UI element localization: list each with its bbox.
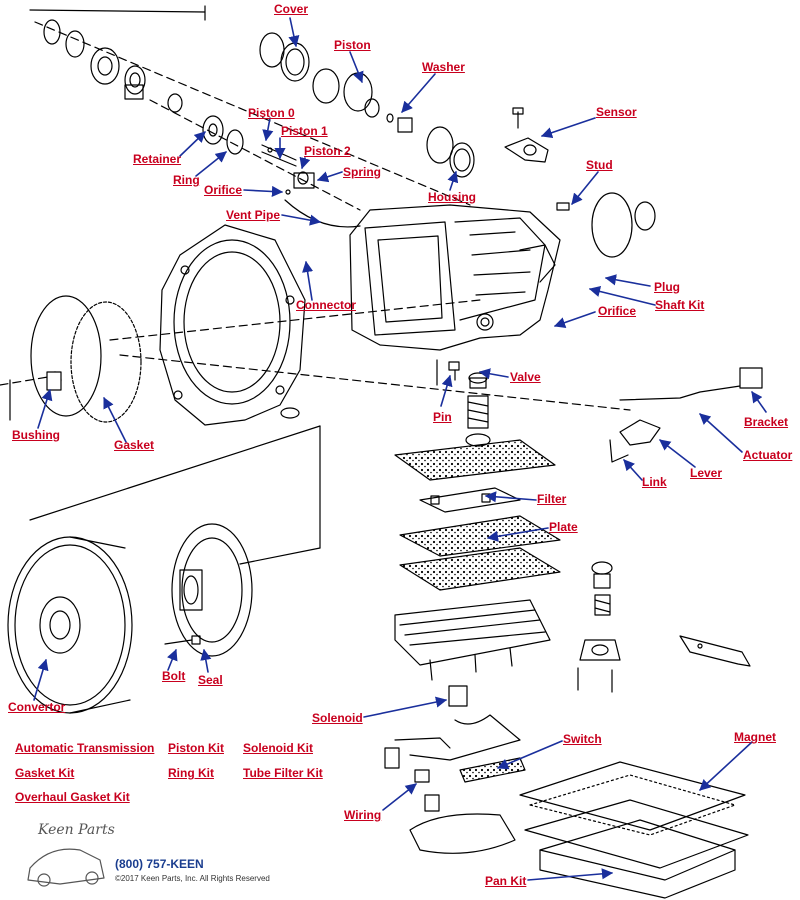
seal-label[interactable]: Seal (198, 673, 223, 687)
side-bracket (679, 635, 751, 667)
solenoid-kit-link[interactable]: Solenoid Kit (243, 741, 313, 755)
convertor-label[interactable]: Convertor (8, 700, 66, 714)
solenoid-wiring (384, 685, 521, 783)
sensor-label[interactable]: Sensor (596, 105, 637, 119)
phone-number: (800) 757-KEEN (115, 857, 204, 871)
connector-label[interactable]: Connector (296, 298, 356, 312)
stud-label[interactable]: Stud (586, 158, 613, 172)
pin-label[interactable]: Pin (433, 410, 452, 424)
ring-kit-link[interactable]: Ring Kit (168, 766, 214, 780)
sensor-part (504, 107, 549, 163)
spring-label[interactable]: Spring (343, 165, 381, 179)
front-seal-group (43, 19, 244, 155)
converter-guide (29, 425, 321, 565)
rear-seal-group (556, 192, 656, 258)
valve-body (394, 599, 551, 681)
valve-plates (394, 439, 561, 591)
solenoid-label[interactable]: Solenoid (312, 711, 363, 725)
tube-filter-kit-link[interactable]: Tube Filter Kit (243, 766, 323, 780)
logo-text: Keen Parts (38, 822, 115, 838)
ring-label[interactable]: Ring (173, 173, 200, 187)
lever-label[interactable]: Lever (690, 466, 723, 480)
link-label[interactable]: Link (642, 475, 667, 489)
side-valve-stack (577, 561, 621, 693)
bolt-label[interactable]: Bolt (162, 669, 186, 683)
wiring-label[interactable]: Wiring (344, 808, 382, 822)
orifice-top-label[interactable]: Orifice (204, 183, 243, 197)
vent-pipe-label[interactable]: Vent Pipe (226, 208, 281, 222)
gasket-label[interactable]: Gasket (114, 438, 155, 452)
pan-kit-label[interactable]: Pan Kit (485, 874, 527, 888)
switch-part (459, 757, 526, 783)
orifice-right-label[interactable]: Orifice (598, 304, 637, 318)
servo-group (259, 32, 475, 178)
retainer-label[interactable]: Retainer (133, 152, 182, 166)
copyright-text: ©2017 Keen Parts, Inc. All Rights Reserv… (115, 874, 270, 883)
leader-arrows (33, 17, 767, 881)
piston-0-label[interactable]: Piston 0 (248, 106, 295, 120)
pan-group (409, 761, 749, 899)
automatic-transmission-link[interactable]: Automatic Transmission (15, 741, 155, 755)
washer-label[interactable]: Washer (422, 60, 465, 74)
plate-label[interactable]: Plate (549, 520, 578, 534)
switch-label[interactable]: Switch (563, 732, 602, 746)
bushing-label[interactable]: Bushing (12, 428, 60, 442)
logo-car-icon (27, 848, 105, 887)
overhaul-gasket-kit-link[interactable]: Overhaul Gasket Kit (15, 790, 130, 804)
actuator-assembly (609, 367, 763, 463)
axis-solid (9, 5, 206, 421)
valve-label[interactable]: Valve (510, 370, 541, 384)
filter-label[interactable]: Filter (537, 492, 567, 506)
piston-label[interactable]: Piston (334, 38, 371, 52)
actuator-label[interactable]: Actuator (743, 448, 793, 462)
piston-1-label[interactable]: Piston 1 (281, 124, 328, 138)
cover-label[interactable]: Cover (274, 2, 309, 16)
housing-label[interactable]: Housing (428, 190, 476, 204)
piston-2-label[interactable]: Piston 2 (304, 144, 351, 158)
magnet-label[interactable]: Magnet (734, 730, 776, 744)
torque-converter (7, 523, 253, 714)
bracket-label[interactable]: Bracket (744, 415, 789, 429)
gasket-kit-link[interactable]: Gasket Kit (15, 766, 75, 780)
axis-lines (0, 21, 631, 411)
piston-kit-link[interactable]: Piston Kit (168, 741, 224, 755)
valve-stack (436, 359, 491, 447)
gasket-ring (30, 295, 142, 423)
shaft-kit-label[interactable]: Shaft Kit (655, 298, 705, 312)
transmission-case (349, 204, 561, 351)
bell-housing (159, 224, 306, 426)
plug-label[interactable]: Plug (654, 280, 680, 294)
